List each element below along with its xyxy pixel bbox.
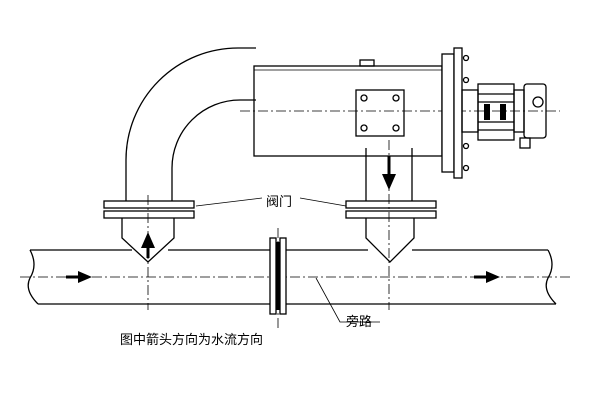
motor-foot [519,137,531,149]
arrow-right-icon [66,271,92,283]
filter-housing [240,59,560,157]
valve-label: 阀门 [266,195,292,210]
flange-bolt-icon [462,142,470,150]
arrow-up-icon [141,232,155,258]
flange-bolt-icon [462,76,470,84]
right-tee [365,218,415,263]
motor-terminal-icon [532,96,544,108]
valve-leader-right [299,197,347,207]
flow-direction-caption: 图中箭头方向为水流方向 [120,332,263,348]
elbow-outer [125,47,256,201]
main-pipe-right-break [545,249,557,305]
main-pipe [20,249,570,305]
right-flange-bottom [345,210,437,219]
end-flange [441,47,470,179]
filter-top-vent [359,59,375,67]
gearbox [477,83,515,141]
left-flange-top [103,200,195,209]
bypass-flange-plate-right [279,237,287,315]
nameplate-bolt-icon [392,94,400,102]
leader-lines [195,197,380,323]
right-branch [345,140,437,310]
bypass-label: 旁路 [346,314,372,330]
bypass-flange-plate-left [269,237,277,315]
end-flange-cover [453,47,463,179]
gearbox-ribs [478,93,514,131]
drive-assembly [461,83,547,149]
bypass-flange [269,228,287,328]
nameplate-bolt-icon [360,124,368,132]
nameplate-bolt-icon [392,124,400,132]
left-flange-bottom [103,210,195,219]
main-pipe-left-break [27,249,39,305]
flange-bolt-icon [462,54,470,62]
flange-bolt-icon [462,164,470,172]
flow-arrows [66,156,500,283]
bypass-flange-gasket [276,242,280,310]
gearbox-coupling [484,104,490,120]
motor-body [523,83,547,139]
right-flange-top [345,200,437,209]
arrow-right-icon [474,271,500,283]
end-flange-plate [441,53,455,173]
filter-nameplate [355,89,405,137]
right-riser [365,148,413,202]
gearbox-coupling [500,104,506,120]
left-branch [103,47,256,310]
bypass-leader [315,277,380,323]
arrow-down-icon [382,156,396,190]
elbow-inner [171,99,256,201]
nameplate-bolt-icon [360,94,368,102]
valve-leader-left [195,197,263,207]
